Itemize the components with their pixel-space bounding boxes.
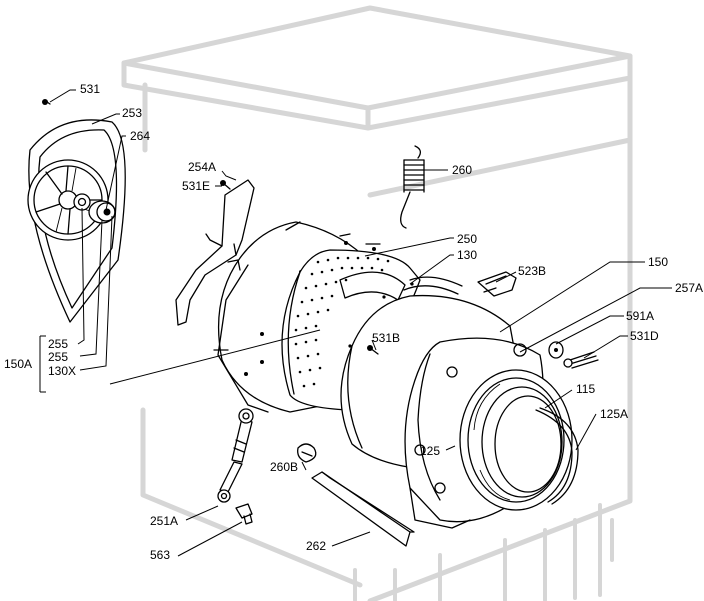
label-130x: 130X <box>48 364 76 378</box>
spring-260 <box>400 145 425 229</box>
clip-260b <box>297 443 317 463</box>
label-125: 125 <box>420 444 440 458</box>
door-seal-115 <box>459 369 573 511</box>
label-115: 115 <box>576 382 595 396</box>
label-264: 264 <box>130 129 150 143</box>
label-250: 250 <box>457 232 477 246</box>
label-262: 262 <box>306 539 326 553</box>
screw-531b <box>367 345 379 355</box>
clip-523b <box>477 271 517 297</box>
bracket-254a <box>175 179 255 326</box>
label-260b: 260B <box>270 460 298 474</box>
label-150: 150 <box>648 255 668 269</box>
shock-absorber-251a <box>217 408 254 503</box>
label-150a: 150A <box>4 357 32 371</box>
label-531: 531 <box>80 82 100 96</box>
label-531e: 531E <box>182 179 210 193</box>
drum-perforations <box>294 256 390 388</box>
pulley-assembly <box>27 99 126 323</box>
cabinet-outline <box>121 5 633 601</box>
label-255-upper: 255 <box>48 337 68 351</box>
label-531d: 531D <box>630 329 659 343</box>
label-257a: 257A <box>675 281 703 295</box>
label-253: 253 <box>122 106 142 120</box>
clamp-ring-125a <box>535 407 579 505</box>
label-523b: 523B <box>518 264 546 278</box>
label-130: 130 <box>457 248 477 262</box>
weight-bar-262 <box>311 471 415 547</box>
label-563: 563 <box>150 548 170 562</box>
washer-591a <box>548 341 564 359</box>
label-255-lower: 255 <box>48 350 68 364</box>
part-labels: 531 253 264 254A 531E 260 250 130 150 52… <box>4 82 703 562</box>
bolt-563 <box>235 503 253 525</box>
label-260: 260 <box>452 163 472 177</box>
label-251a: 251A <box>150 514 178 528</box>
label-591a: 591A <box>626 309 654 323</box>
label-125a: 125A <box>600 407 628 421</box>
drum-250 <box>281 249 421 411</box>
leader-lines <box>39 89 672 557</box>
label-531b: 531B <box>372 331 400 345</box>
label-254a: 254A <box>188 160 216 174</box>
bolt-531d <box>563 351 599 369</box>
